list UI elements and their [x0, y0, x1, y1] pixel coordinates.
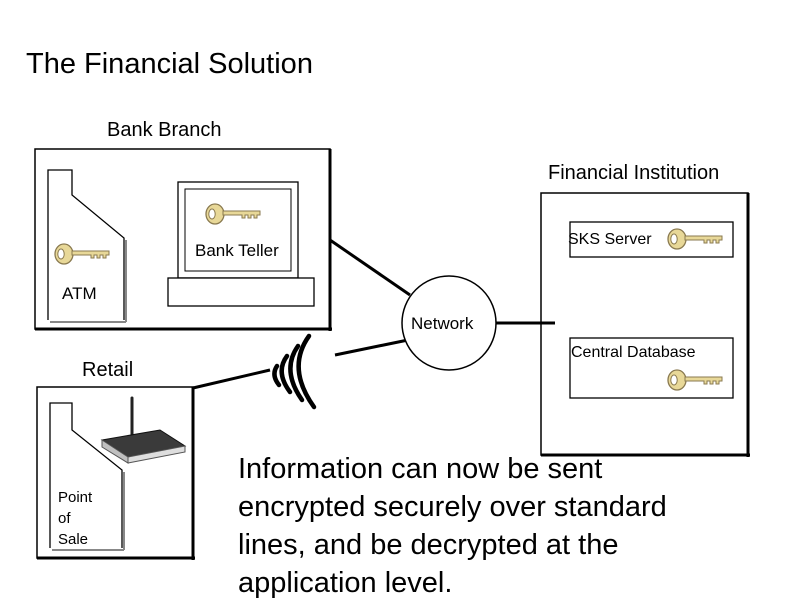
point-of-sale-terminal	[49, 402, 123, 548]
info-text: Information can now be sent encrypted se…	[238, 450, 758, 602]
bank-branch-label: Bank Branch	[107, 119, 222, 141]
point-of-sale-line: Point	[58, 489, 93, 506]
bank-teller-label: Bank Teller	[195, 241, 279, 260]
wifi-router-icon	[100, 396, 187, 464]
link-network-wireless	[334, 338, 409, 357]
financial-institution-label: Financial Institution	[548, 162, 720, 184]
point-of-sale-line: of	[58, 510, 71, 527]
network-circle	[401, 275, 497, 371]
info-text-line: application level.	[238, 567, 453, 599]
wireless-signal-icon	[272, 333, 317, 410]
retail-label: Retail	[82, 359, 134, 381]
key-icon	[54, 243, 110, 265]
network-label: Network	[411, 314, 474, 333]
central-database-label: Central Database	[571, 344, 696, 361]
point-of-sale-label: Point of Sale	[58, 487, 92, 550]
info-text-line: lines, and be decrypted at the	[238, 529, 619, 561]
link-branch-network	[329, 238, 411, 297]
info-text-line: Information can now be sent	[238, 453, 603, 485]
atm-label: ATM	[62, 284, 97, 303]
atm-machine	[47, 169, 125, 320]
bank-teller-keyboard	[167, 277, 315, 307]
bank-teller-monitor	[177, 181, 299, 279]
point-of-sale-line: Sale	[58, 531, 89, 548]
slide-title: The Financial Solution	[26, 48, 313, 80]
central-database-box	[569, 337, 734, 399]
info-text-line: encrypted securely over standard	[238, 491, 667, 523]
link-wireless-retail	[192, 368, 271, 390]
sks-server-label: SKS Server	[568, 231, 652, 248]
